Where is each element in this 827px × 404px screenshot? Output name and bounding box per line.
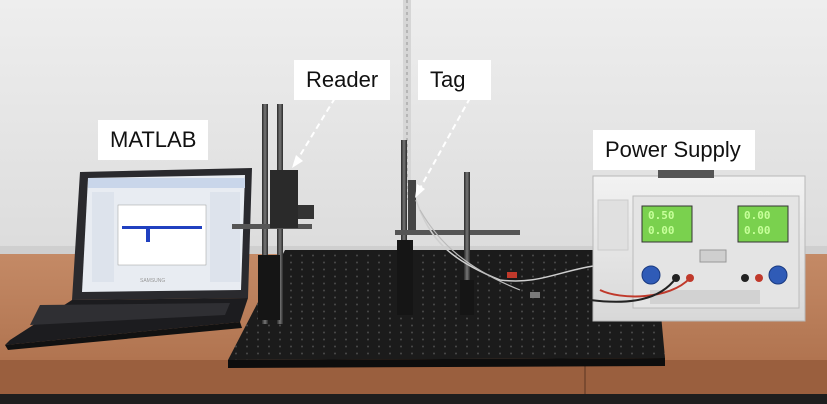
reader-mount <box>232 104 314 324</box>
label-matlab: MATLAB <box>98 120 209 160</box>
tag-arrow <box>417 97 471 193</box>
hanging-chain <box>403 0 411 200</box>
label-reader: Reader <box>294 60 391 100</box>
psu-right-display-line2: 0.00 <box>744 224 771 237</box>
laptop-brand: SAMSUNG <box>140 278 165 284</box>
reader-arrow <box>295 97 336 163</box>
power-supply-unit <box>592 170 806 322</box>
tag-mount <box>395 140 520 315</box>
label-tag: Tag <box>418 60 492 100</box>
label-power-supply: Power Supply <box>593 130 755 170</box>
optical-breadboard <box>228 250 665 368</box>
laptop <box>5 168 252 350</box>
psu-right-display-line1: 0.00 <box>744 209 771 222</box>
psu-left-display-line1: 0.50 <box>648 209 675 222</box>
psu-left-display-line2: 0.00 <box>648 224 675 237</box>
